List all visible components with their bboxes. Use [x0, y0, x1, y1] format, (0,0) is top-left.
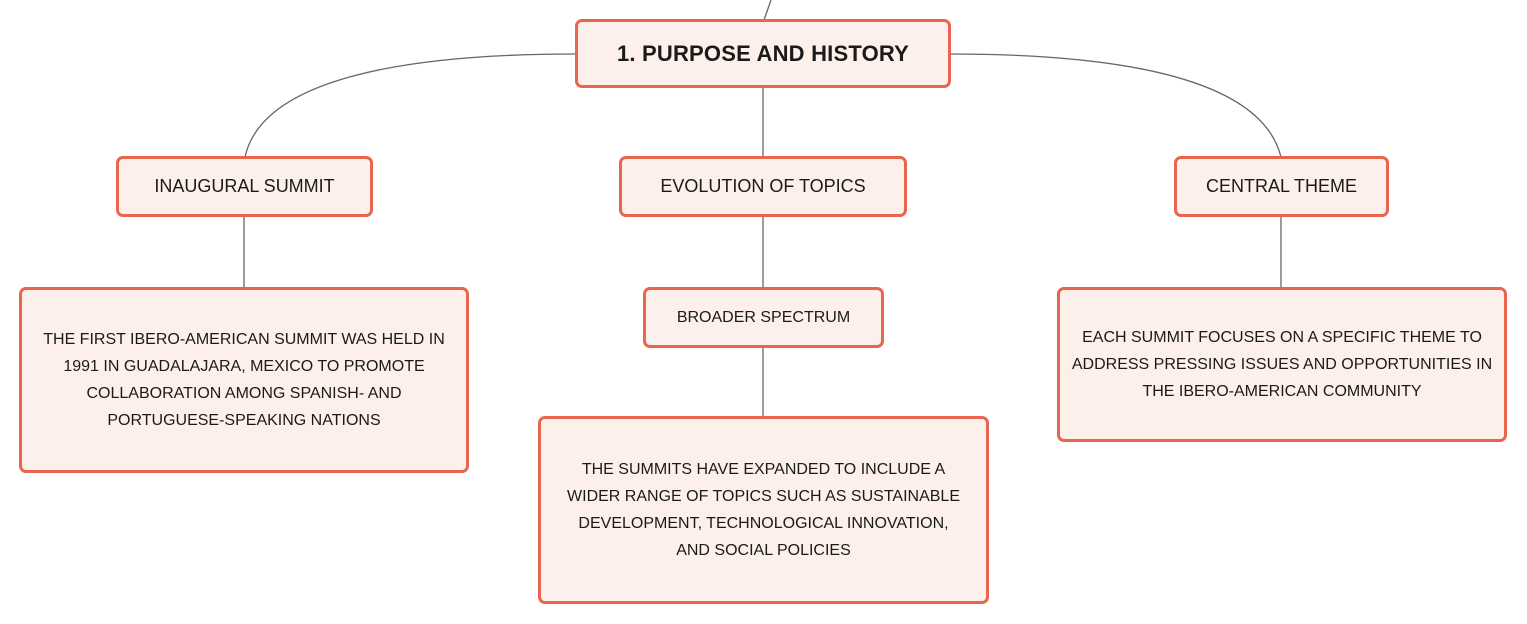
root-node[interactable]: 1. PURPOSE AND HISTORY: [575, 19, 951, 88]
subbranch-node-label: BROADER SPECTRUM: [676, 308, 851, 326]
root-node-label: 1. PURPOSE AND HISTORY: [616, 40, 910, 66]
detail-node-central-theme[interactable]: EACH SUMMIT FOCUSES ON A SPECIFIC THEME …: [1057, 287, 1507, 442]
branch-node-evolution-of-topics[interactable]: EVOLUTION OF TOPICS: [619, 156, 907, 217]
branch-node-central-theme[interactable]: CENTRAL THEME: [1174, 156, 1389, 217]
branch-node-inaugural-summit[interactable]: INAUGURAL SUMMIT: [116, 156, 373, 217]
detail-node-text: EACH SUMMIT FOCUSES ON A SPECIFIC THEME …: [1071, 329, 1493, 400]
connector-parent-to-root: [763, 0, 772, 21]
detail-node-evolution-of-topics[interactable]: THE SUMMITS HAVE EXPANDED TO INCLUDE A W…: [538, 416, 989, 604]
detail-node-inaugural-summit[interactable]: THE FIRST IBERO-AMERICAN SUMMIT WAS HELD…: [19, 287, 469, 473]
detail-node-text: THE SUMMITS HAVE EXPANDED TO INCLUDE A W…: [567, 461, 960, 559]
branch-node-label: INAUGURAL SUMMIT: [154, 176, 335, 196]
connector-root-to-central: [949, 53, 1282, 158]
branch-node-label: CENTRAL THEME: [1205, 176, 1358, 196]
subbranch-node-broader-spectrum[interactable]: BROADER SPECTRUM: [643, 287, 884, 348]
detail-node-text: THE FIRST IBERO-AMERICAN SUMMIT WAS HELD…: [43, 331, 445, 429]
branch-node-label: EVOLUTION OF TOPICS: [660, 176, 866, 196]
connector-root-to-inaugural: [244, 53, 577, 158]
